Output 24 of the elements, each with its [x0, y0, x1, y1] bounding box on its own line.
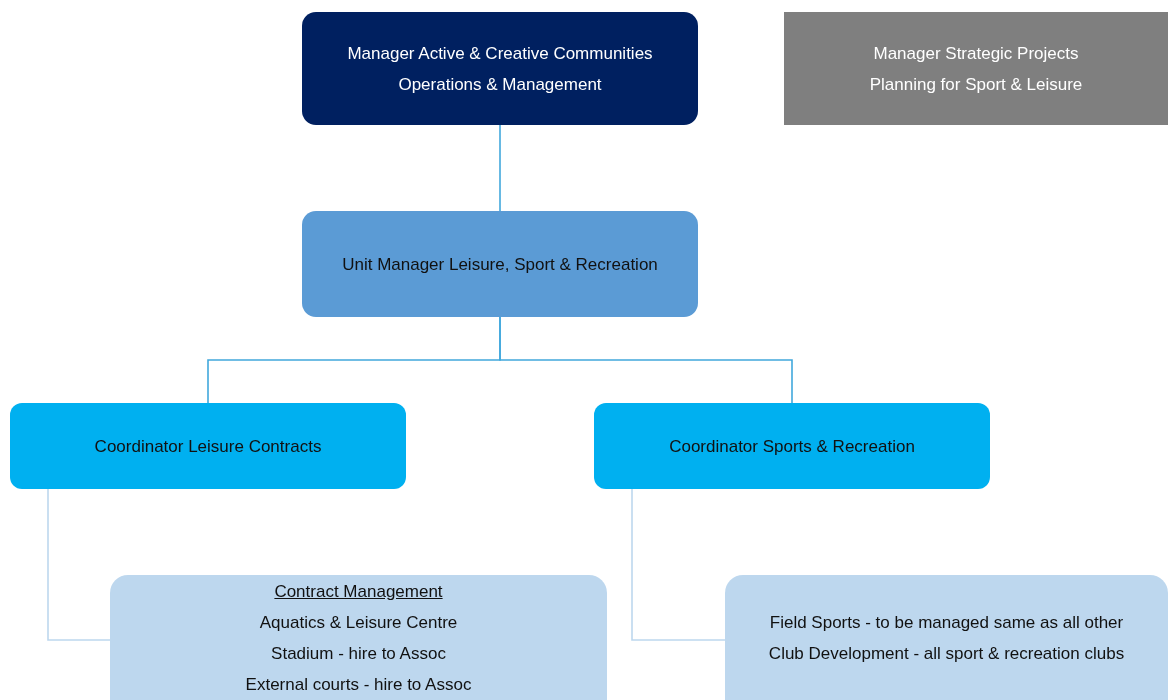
org-chart-box	[302, 12, 698, 125]
box-text: Aquatics & Leisure Centre	[259, 611, 458, 634]
connector-line	[499, 316, 793, 404]
box-text: Stadium - hire to Assoc	[271, 642, 446, 665]
box-text: Coordinator Leisure Contracts	[94, 435, 322, 458]
box-text: Manager Active & Creative Communities	[347, 42, 653, 65]
box-text: Manager Strategic Projects	[873, 42, 1079, 65]
org-chart-box	[110, 575, 607, 700]
org-chart-box	[594, 403, 990, 489]
box-text: Planning for Sport & Leisure	[869, 73, 1083, 96]
org-chart-box	[725, 575, 1168, 700]
box-heading: Contract Management	[274, 580, 443, 603]
box-text: Operations & Management	[398, 73, 602, 96]
box-text: Field Sports - to be managed same as all other	[769, 611, 1124, 634]
org-chart-box	[784, 12, 1168, 125]
connector-line	[631, 488, 726, 641]
connector-line	[47, 488, 111, 641]
org-chart-box	[10, 403, 406, 489]
connector-line	[499, 124, 501, 212]
box-text: Unit Manager Leisure, Sport & Recreation	[342, 253, 658, 276]
org-chart-box	[302, 211, 698, 317]
box-text: Club Development - all sport & recreation clubs	[768, 642, 1125, 665]
box-text: External courts - hire to Assoc	[245, 673, 472, 696]
box-text: Coordinator Sports & Recreation	[669, 435, 915, 458]
